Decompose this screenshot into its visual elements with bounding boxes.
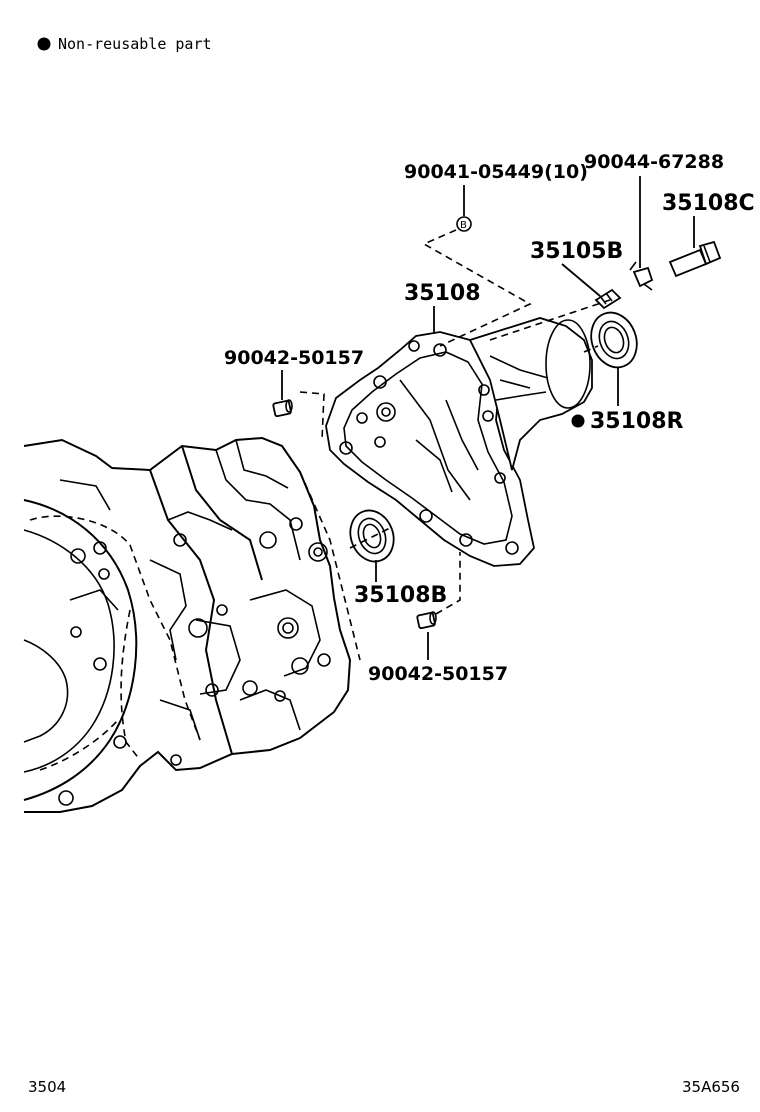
figure-code: 35A656 (682, 1078, 740, 1096)
label-sleeve: 35108C (662, 191, 755, 216)
legend-text: Non-reusable part (58, 35, 212, 53)
oil-seal-left (349, 509, 395, 563)
label-pin-upper: 90042-50157 (224, 347, 364, 369)
dowel-pin-lower (416, 611, 437, 630)
transmission-case-drawing (23, 436, 361, 813)
dowel-pin-upper (272, 399, 293, 418)
oil-seal-right (590, 311, 638, 369)
leader-lines (281, 176, 695, 660)
plug-part (594, 288, 622, 310)
label-seal-left: 35108B (354, 583, 447, 608)
non-reusable-marker-icon (571, 414, 585, 428)
bolt-marker: B (456, 216, 472, 232)
label-gear-sensor: 90044-67288 (584, 151, 724, 173)
label-plug: 35105B (530, 239, 623, 264)
clip-part (629, 261, 654, 291)
page-code: 3504 (28, 1078, 66, 1096)
extension-housing-drawing (325, 317, 593, 567)
assembly-lines (299, 229, 611, 615)
bolt-marker-letter: B (460, 220, 467, 231)
label-seal-right: 35108R (590, 409, 684, 434)
label-pin-lower: 90042-50157 (368, 663, 508, 685)
label-housing: 35108 (404, 281, 481, 306)
sleeve-part (668, 240, 722, 278)
legend-bullet-icon (37, 37, 51, 51)
label-bolt-top: 90041-05449(10) (404, 161, 588, 183)
